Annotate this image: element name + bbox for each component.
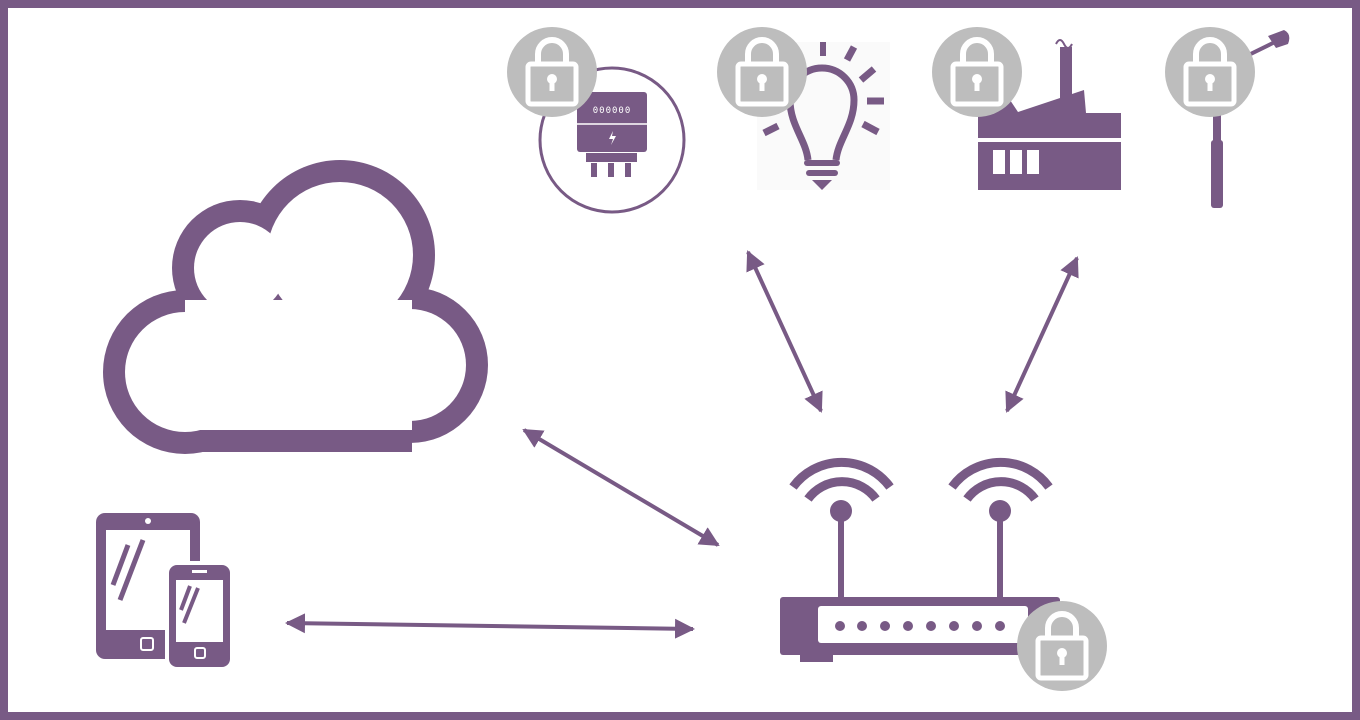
meter-digits: 000000 [593, 106, 632, 116]
meter-icon: 000000 [538, 66, 686, 214]
lightbulb-lock-icon [717, 27, 807, 117]
arrow-devices-router [285, 613, 695, 639]
arrow-cloud-router [522, 428, 720, 547]
arrow-light-router [746, 250, 823, 413]
cloud-icon [103, 160, 488, 454]
factory-icon [978, 39, 1121, 190]
street-lamp-lock-icon [1165, 27, 1255, 117]
meter-lock-icon [507, 27, 597, 117]
arrow-factory-router [1005, 256, 1079, 413]
factory-lock-icon [932, 27, 1022, 117]
wifi-router-icon [780, 457, 1060, 662]
tablet-phone-icon [96, 513, 234, 670]
router-lock-icon [1017, 601, 1107, 691]
